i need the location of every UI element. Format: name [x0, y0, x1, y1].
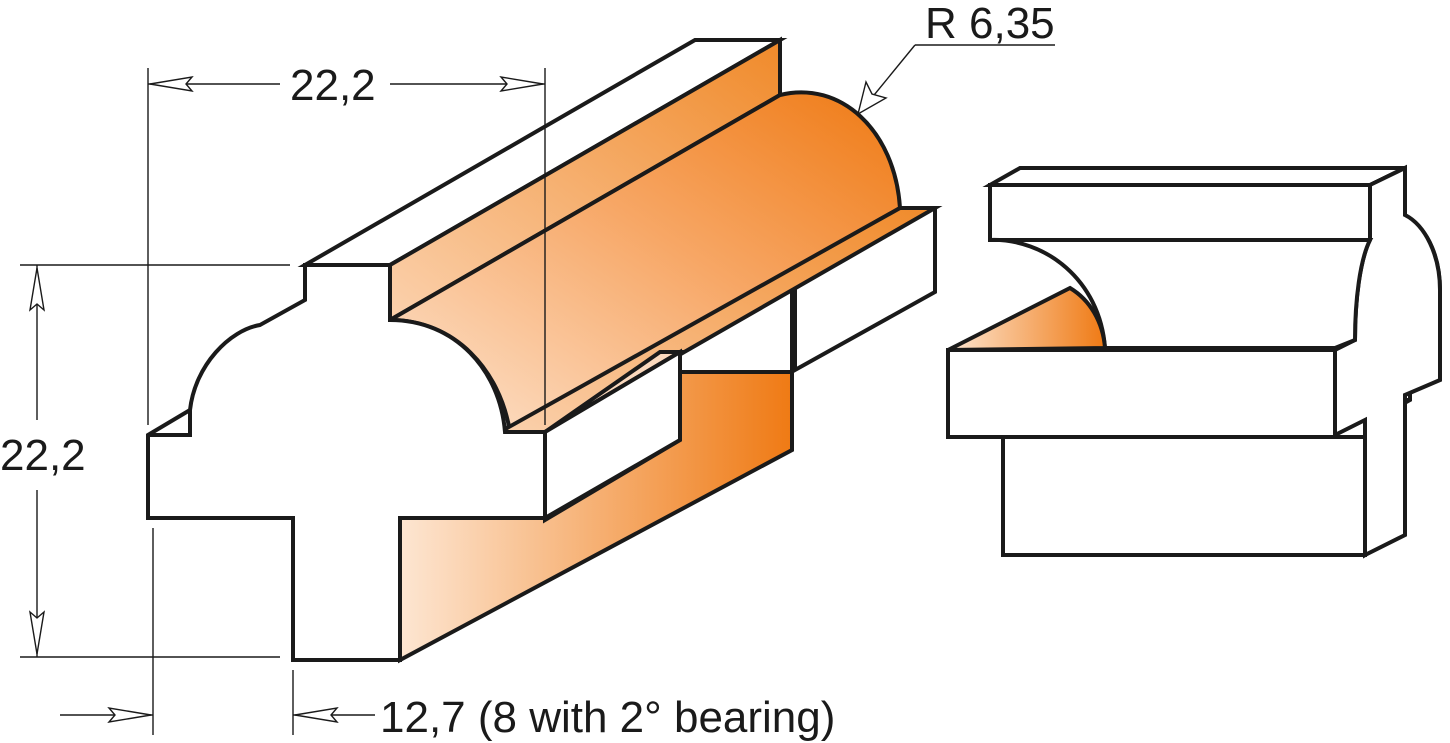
top-box-top [982, 166, 1406, 187]
right-profile-3d [946, 164, 1443, 559]
front-ledge-edge [505, 430, 547, 518]
shank-label: 12,7 (8 with 2° bearing) [380, 693, 835, 742]
radius-label: R 6,35 [925, 0, 1055, 48]
width-label: 22,2 [290, 61, 376, 110]
dimension-radius: R 6,35 [856, 0, 1055, 116]
left-profile-3d [146, 36, 943, 664]
dimension-shank: 12,7 (8 with 2° bearing) [60, 528, 835, 742]
dimension-height: 22,2 [0, 264, 290, 658]
height-label: 22,2 [0, 431, 86, 480]
bottom-box-front [1001, 435, 1367, 557]
front-profile-inner [148, 410, 192, 437]
middle-box-front [946, 348, 1337, 439]
cove-orange [947, 285, 1108, 352]
dimension-width: 22,2 [147, 61, 546, 425]
front-profile-face [146, 263, 682, 662]
top-box-front [988, 183, 1372, 242]
